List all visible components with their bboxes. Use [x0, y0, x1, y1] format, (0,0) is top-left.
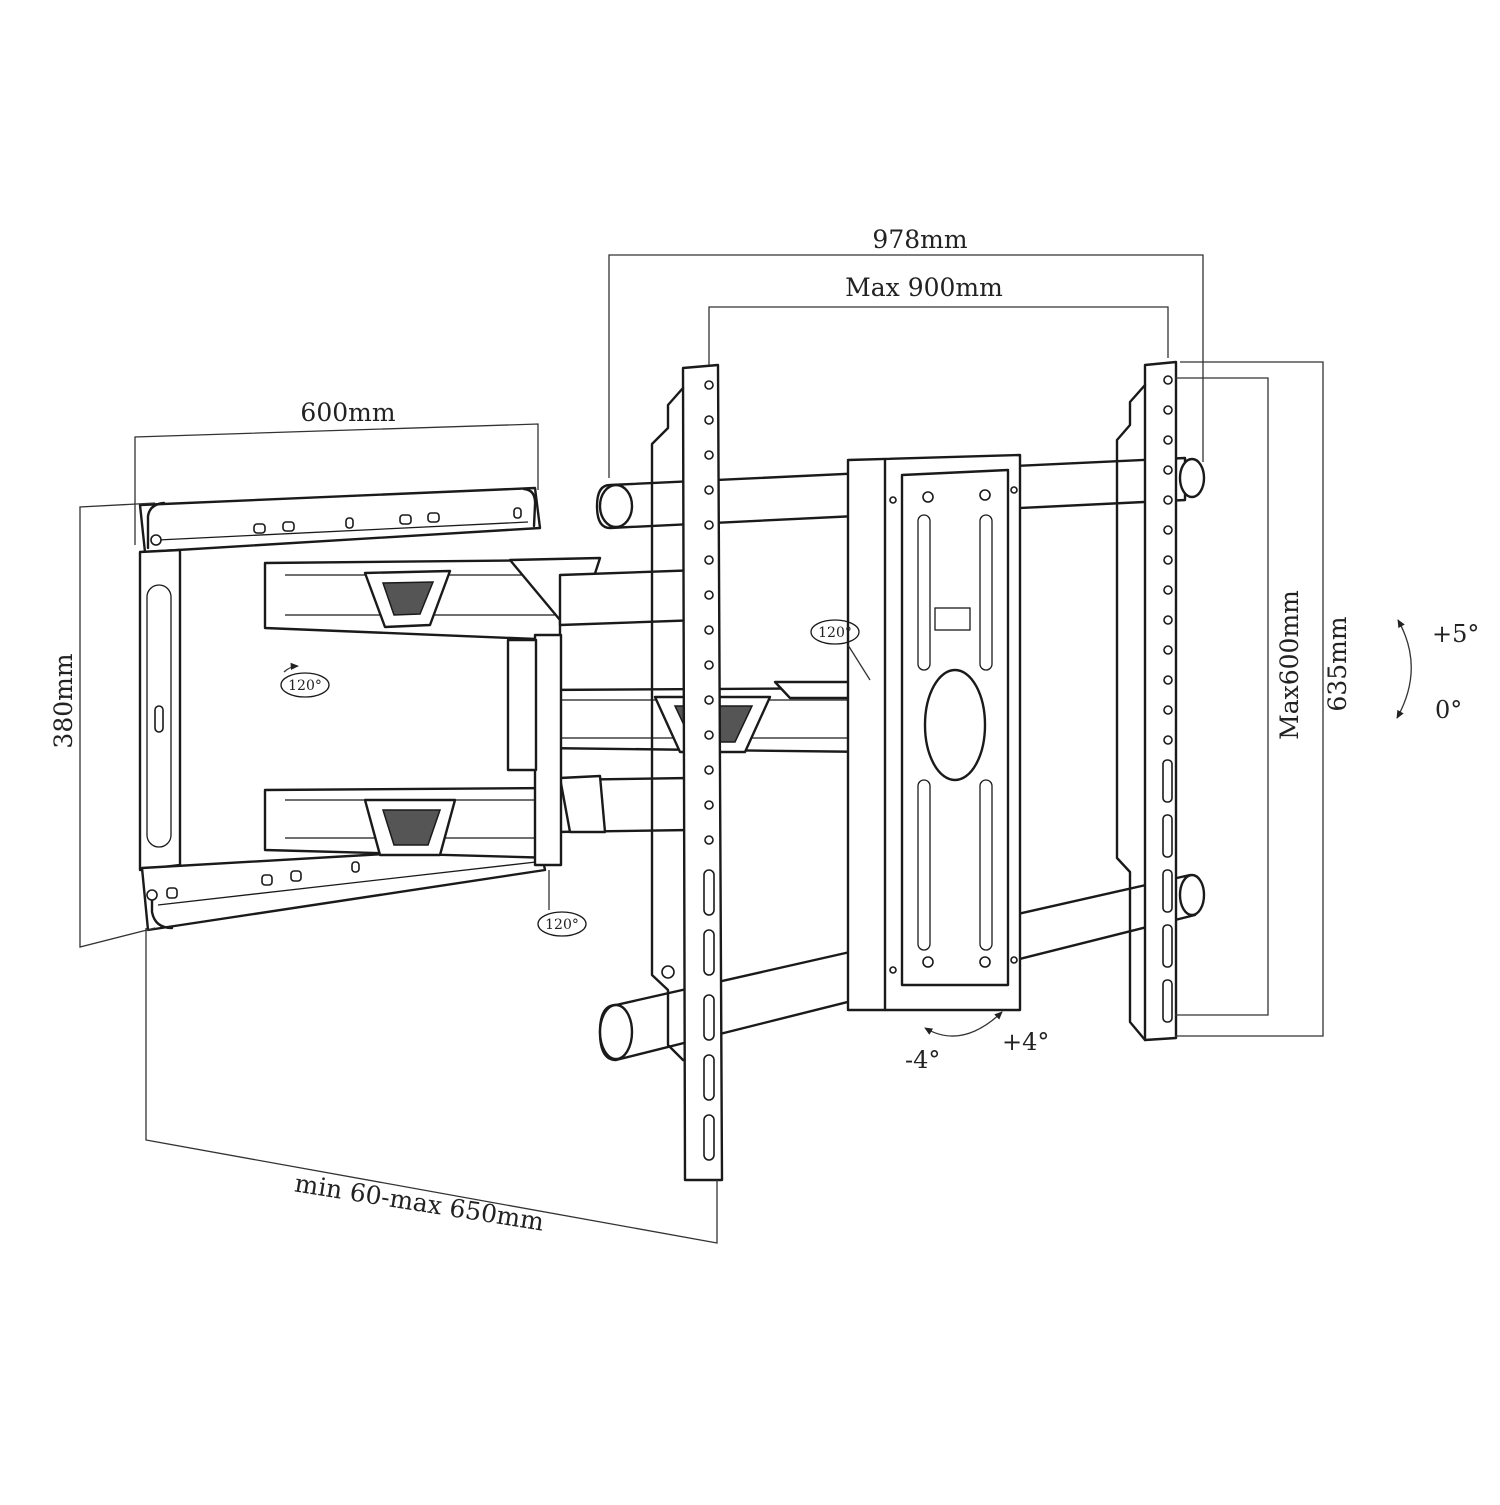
extension-label: min 60-max 650mm [293, 1169, 547, 1237]
rotation-minus-label: -4° [905, 1046, 940, 1074]
wall-plate [138, 486, 547, 932]
max-vesa-width-label: Max 900mm [845, 273, 1003, 302]
dimension-635: 635mm [1175, 361, 1352, 1037]
dimension-extension: min 60-max 650mm [145, 928, 718, 1244]
tilt-up-label: +5° [1432, 620, 1479, 648]
center-tilt-plate [846, 453, 1022, 1012]
dimension-600: 600mm [134, 398, 539, 545]
dimension-900: Max 900mm [708, 273, 1169, 365]
swivel-angle-upper-left: 120° [288, 678, 322, 694]
tilt-level-label: 0° [1435, 696, 1462, 724]
left-vertical-rail [650, 363, 724, 1182]
rotation-plus-label: +4° [1002, 1028, 1049, 1056]
max-vesa-height-label: Max600mm [1275, 590, 1304, 740]
articulating-arms [263, 556, 877, 867]
wall-plate-width-label: 600mm [300, 398, 395, 427]
wall-plate-height-label: 380mm [49, 653, 78, 748]
overall-width-label: 978mm [872, 225, 967, 254]
swivel-badge-upper-left: 120° [280, 662, 330, 698]
swivel-badge-upper-right: 120° [810, 619, 871, 681]
bracket-height-label: 635mm [1323, 616, 1352, 711]
swivel-badge-lower: 120° [537, 870, 587, 937]
dimension-max600: Max600mm [1175, 377, 1304, 1016]
dimension-380: 380mm [49, 502, 156, 948]
swivel-angle-lower: 120° [545, 917, 579, 933]
tilt-indicator: +5° 0° [1396, 619, 1479, 724]
swivel-angle-upper-right: 120° [818, 625, 852, 641]
rotation-indicator: -4° +4° [905, 1011, 1049, 1074]
dimension-978: 978mm [608, 225, 1204, 478]
right-vertical-rail [1115, 360, 1178, 1042]
